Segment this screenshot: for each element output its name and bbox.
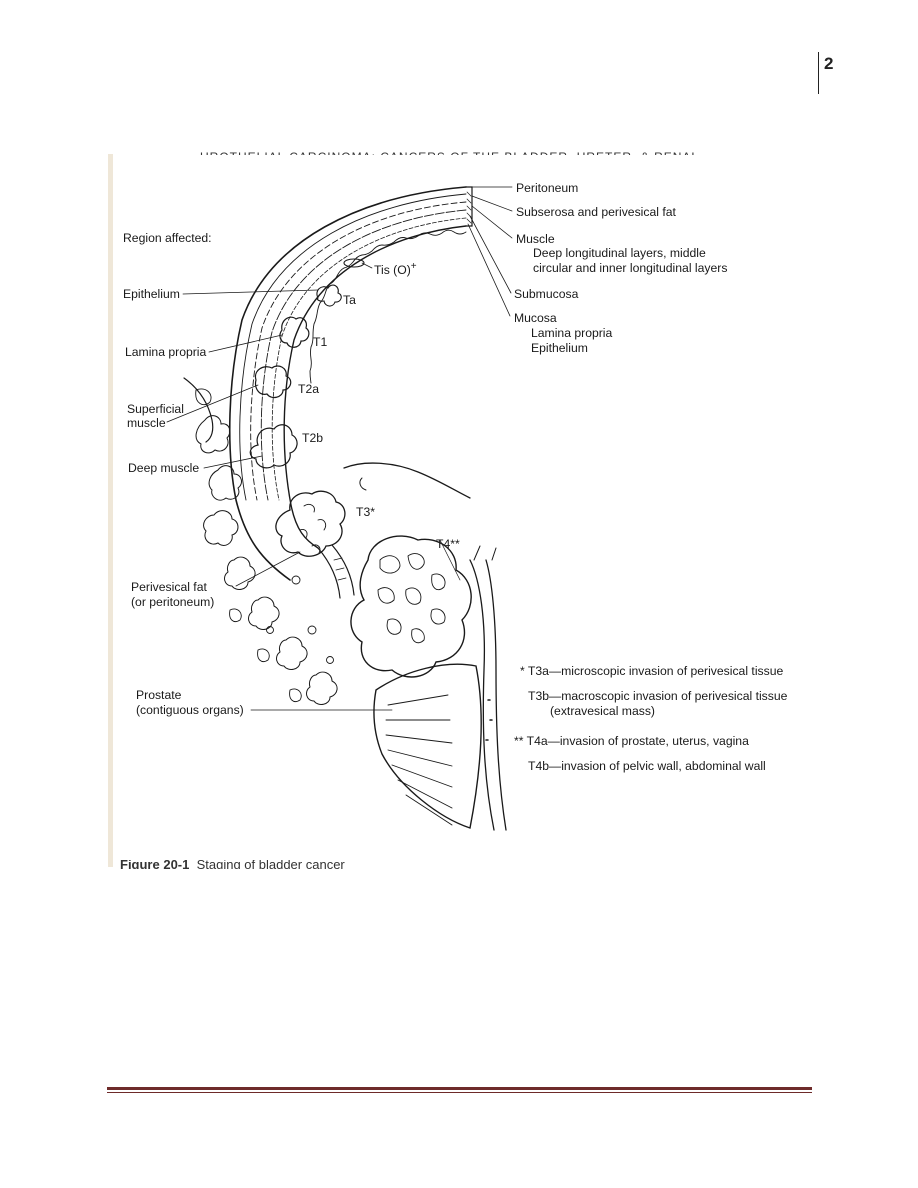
label-muscle-detail-line2: circular and inner longitudinal layers (533, 261, 728, 275)
label-peritoneum: Peritoneum (516, 181, 579, 195)
stage-label-t2a: T2a (298, 382, 320, 396)
page-number: 2 (824, 54, 834, 73)
stage-label-tis-superscript: + (410, 261, 417, 272)
note-t3b-detail-text: (extravesical mass) (550, 704, 655, 718)
leader-superficial-muscle (166, 384, 259, 423)
wall-layer-line-5 (271, 217, 467, 501)
tumor-t4 (350, 535, 472, 678)
figure-cropped-header: UROTHELIAL CARCINOMA: CANCERS OF THE BLA… (200, 146, 699, 155)
label-superficial-muscle-line2: muscle (127, 416, 166, 430)
stage-label-ta: Ta (343, 293, 356, 307)
wall-peritoneum-line (228, 186, 467, 581)
leader-mucosa (467, 223, 511, 317)
tumor-tis (343, 258, 365, 268)
leader-epithelium (182, 289, 319, 295)
label-perivesical-fat-line1: Perivesical fat (131, 580, 207, 594)
label-perivesical-fat-line2: (or peritoneum) (131, 595, 215, 609)
tumor-t2b (249, 424, 298, 469)
leader-subserosa (471, 195, 513, 212)
note-t4b: T4b—invasion of pelvic wall, abdominal w… (528, 759, 766, 773)
wall-epithelium-line (309, 229, 467, 384)
wall-layer-line-3 (250, 201, 467, 501)
tumor-ta (316, 284, 342, 307)
stage-label-t2b: T2b (302, 431, 324, 445)
stage-label-t1: T1 (313, 335, 328, 349)
figure-caption-text: Staging of bladder cancer (196, 860, 345, 869)
label-muscle-detail-line1: Deep longitudinal layers, middle (533, 246, 706, 260)
stage-label-tis: Tis (O)+ (374, 261, 417, 278)
tumor-t2a (254, 365, 292, 399)
note-t3a: * T3a—microscopic invasion of perivesica… (520, 664, 784, 678)
note-t4a: ** T4a—invasion of prostate, uterus, vag… (514, 734, 749, 748)
perivesical-fat (195, 415, 338, 705)
figure-cropped-caption: Figure 20-1 Staging of bladder cancer (120, 860, 345, 869)
label-mucosa-detail-line2: Epithelium (531, 341, 588, 355)
tumor-t3 (275, 490, 346, 557)
leader-deep-muscle (203, 455, 263, 469)
label-mucosa: Mucosa (514, 311, 557, 325)
wall-layer-line-2 (239, 193, 467, 501)
wall-end (465, 186, 473, 227)
stage-label-t3: T3* (356, 505, 375, 519)
wall-mucosa-line (283, 225, 467, 549)
leader-muscle (471, 205, 513, 239)
note-t3b: T3b—macroscopic invasion of perivesical … (528, 689, 788, 703)
label-epithelium: Epithelium (123, 287, 180, 301)
leader-submucosa (469, 215, 512, 294)
leader-lamina-propria (208, 334, 283, 353)
label-subserosa: Subserosa and perivesical fat (516, 205, 676, 219)
peritoneal-reflection (183, 377, 214, 443)
figure-caption-label: Figure 20-1 (120, 860, 190, 869)
urethra (469, 559, 507, 831)
label-submucosa: Submucosa (514, 287, 579, 301)
note-t3b-detail: (extravesical mass) (528, 704, 655, 719)
figure-area (113, 154, 813, 867)
stage-label-t4: T4** (436, 537, 460, 551)
page-number-rule (818, 52, 819, 94)
label-prostate-line2: (contiguous organs) (136, 703, 244, 717)
footer-rule-thick (107, 1087, 812, 1090)
footer-rule-thin (107, 1092, 812, 1093)
scan-edge-strip (108, 154, 113, 867)
label-deep-muscle: Deep muscle (128, 461, 200, 475)
label-prostate-line1: Prostate (136, 688, 182, 702)
leader-perivesical-fat (235, 551, 301, 587)
prostate-outline (373, 663, 482, 829)
label-muscle: Muscle (516, 232, 555, 246)
label-lamina-propria: Lamina propria (125, 345, 207, 359)
label-superficial-muscle-line1: Superficial (127, 402, 184, 416)
label-region-affected: Region affected: (123, 231, 212, 245)
wall-layer-line-4 (260, 209, 467, 501)
tumor-t1 (279, 316, 310, 348)
label-mucosa-detail-line1: Lamina propria (531, 326, 613, 340)
